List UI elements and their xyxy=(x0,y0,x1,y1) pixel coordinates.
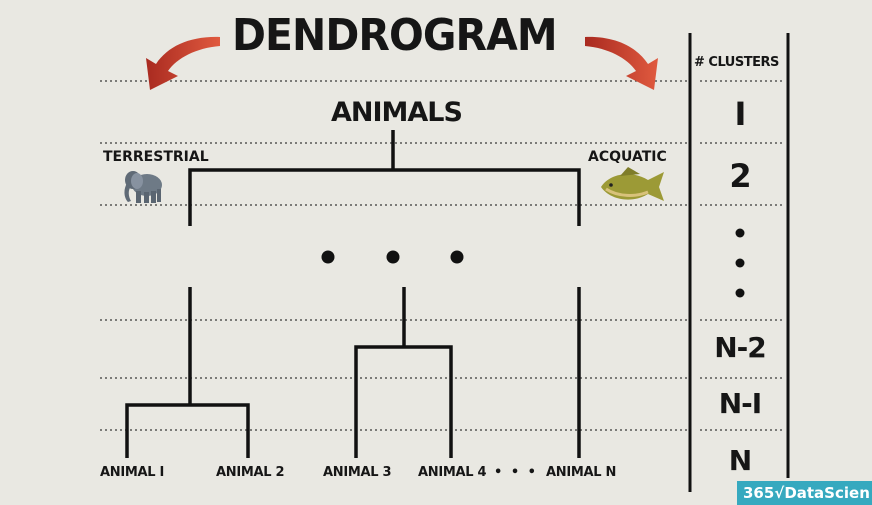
arrow-left-icon xyxy=(146,36,220,90)
level-lines xyxy=(100,80,688,431)
leaf-label: ANIMAL 2 xyxy=(216,465,285,480)
cluster-count: N xyxy=(728,444,752,477)
cluster-dot xyxy=(735,288,745,298)
page-title: DENDROGRAM xyxy=(232,10,558,61)
ellipsis-dots xyxy=(321,250,464,264)
ellipsis-dot xyxy=(321,250,335,264)
elephant-icon xyxy=(124,171,162,203)
leaf-ellipsis: • • • xyxy=(494,465,538,480)
cluster-dot xyxy=(735,228,745,238)
dendrogram-branches xyxy=(125,130,581,458)
leaf-label: ANIMAL N xyxy=(546,465,617,480)
cluster-count: N-2 xyxy=(714,331,767,364)
ellipsis-dot xyxy=(450,250,464,264)
fish-icon xyxy=(601,167,664,201)
brand-logo: 365√DataScien xyxy=(737,481,872,505)
root-node-label: ANIMALS xyxy=(331,97,463,128)
cluster-count: N-I xyxy=(718,387,762,420)
branch-label-aquatic: ACQUATIC xyxy=(588,149,667,165)
leaf-label: ANIMAL 3 xyxy=(323,465,392,480)
cluster-dot xyxy=(735,258,745,268)
cluster-ellipsis-dots xyxy=(735,228,745,298)
top-split xyxy=(188,168,581,226)
clusters-header: # CLUSTERS xyxy=(694,55,779,70)
arrow-right-icon xyxy=(585,36,658,90)
cluster-count: 2 xyxy=(729,157,751,195)
branch-label-terrestrial: TERRESTRIAL xyxy=(103,149,209,165)
merge-animal-3-4 xyxy=(354,345,453,458)
leaf-label: ANIMAL 4 xyxy=(418,465,487,480)
cluster-count: I xyxy=(734,95,747,133)
leaf-label: ANIMAL I xyxy=(100,465,165,480)
merge-animal-1-2 xyxy=(125,403,250,458)
ellipsis-dot xyxy=(386,250,400,264)
